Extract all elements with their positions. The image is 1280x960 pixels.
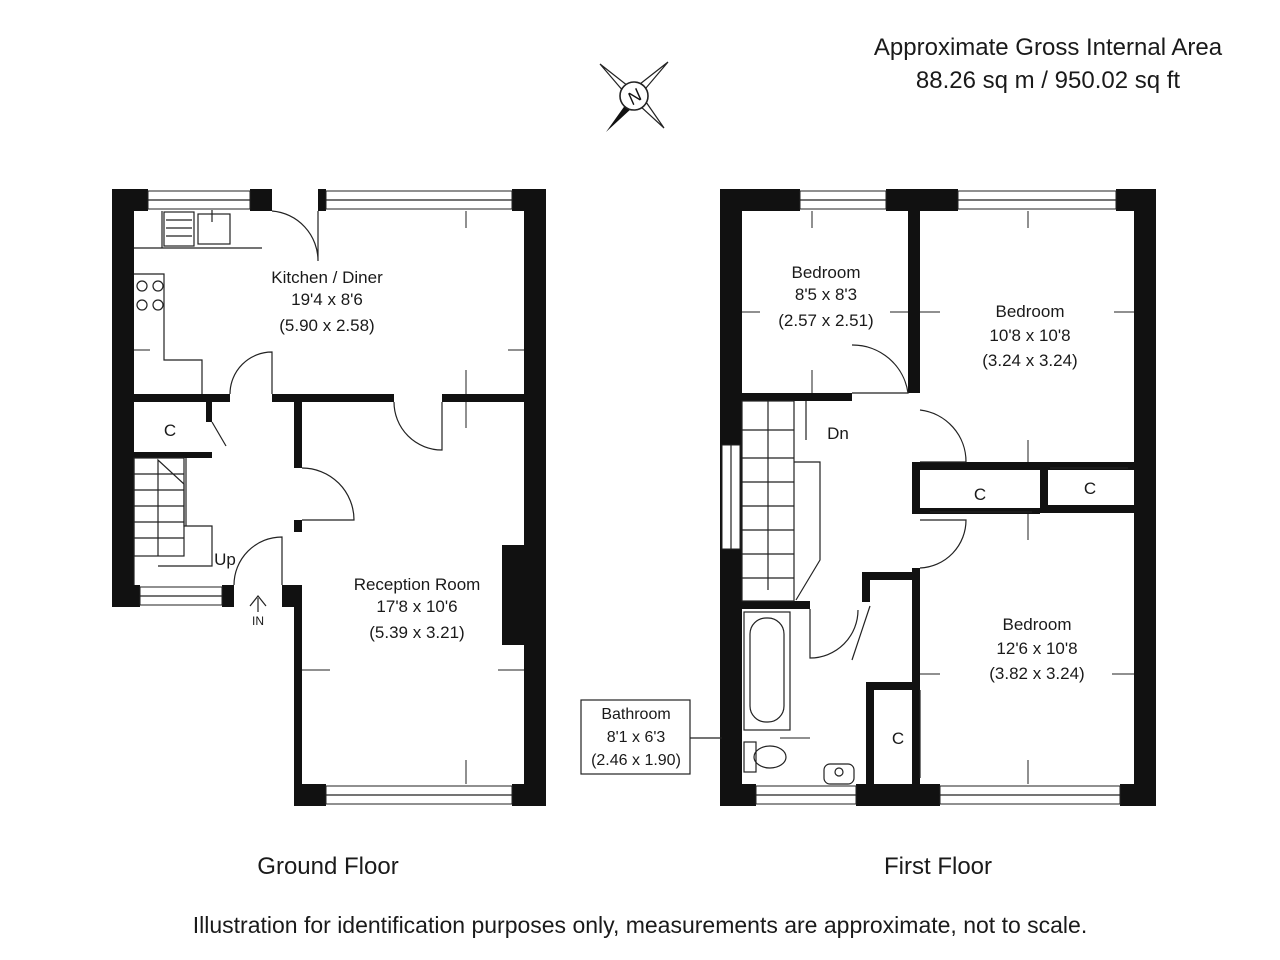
reception-metric: (5.39 x 3.21) (369, 623, 464, 642)
reception-imperial: 17'8 x 10'6 (376, 597, 457, 616)
bedroom-large-imperial: 12'6 x 10'8 (996, 639, 1077, 658)
reception-name: Reception Room (354, 575, 481, 594)
area-value: 88.26 sq m / 950.02 sq ft (916, 67, 1180, 94)
bathroom-metric: (2.46 x 1.90) (591, 752, 681, 769)
disclaimer-text: Illustration for identification purposes… (193, 912, 1087, 938)
stairs-down-label: Dn (827, 424, 849, 443)
first-cupboard-2-label: C (1084, 479, 1096, 498)
bedroom-right-name: Bedroom (996, 302, 1065, 321)
ground-cupboard-label: C (164, 421, 176, 440)
ground-floor-title: Ground Floor (257, 853, 398, 880)
bathroom-name: Bathroom (601, 706, 670, 723)
stairs-up-label: Up (214, 550, 236, 569)
ground-floor-plan (112, 189, 546, 806)
area-title: Approximate Gross Internal Area (874, 34, 1223, 61)
entrance-label: IN (252, 614, 264, 628)
north-compass-icon: N (599, 61, 669, 132)
first-floor-plan (580, 189, 1156, 806)
first-cupboard-1-label: C (974, 485, 986, 504)
bedroom-large-name: Bedroom (1003, 615, 1072, 634)
bedroom-large-metric: (3.82 x 3.24) (989, 664, 1084, 683)
kitchen-name: Kitchen / Diner (271, 268, 383, 287)
first-floor-title: First Floor (884, 853, 992, 880)
kitchen-metric: (5.90 x 2.58) (279, 316, 374, 335)
bathroom-imperial: 8'1 x 6'3 (607, 729, 666, 746)
bedroom-small-metric: (2.57 x 2.51) (778, 311, 873, 330)
bedroom-small-imperial: 8'5 x 8'3 (795, 285, 857, 304)
bedroom-small-name: Bedroom (792, 263, 861, 282)
bedroom-right-imperial: 10'8 x 10'8 (989, 326, 1070, 345)
first-cupboard-3-label: C (892, 729, 904, 748)
kitchen-imperial: 19'4 x 8'6 (291, 290, 363, 309)
bedroom-right-metric: (3.24 x 3.24) (982, 351, 1077, 370)
